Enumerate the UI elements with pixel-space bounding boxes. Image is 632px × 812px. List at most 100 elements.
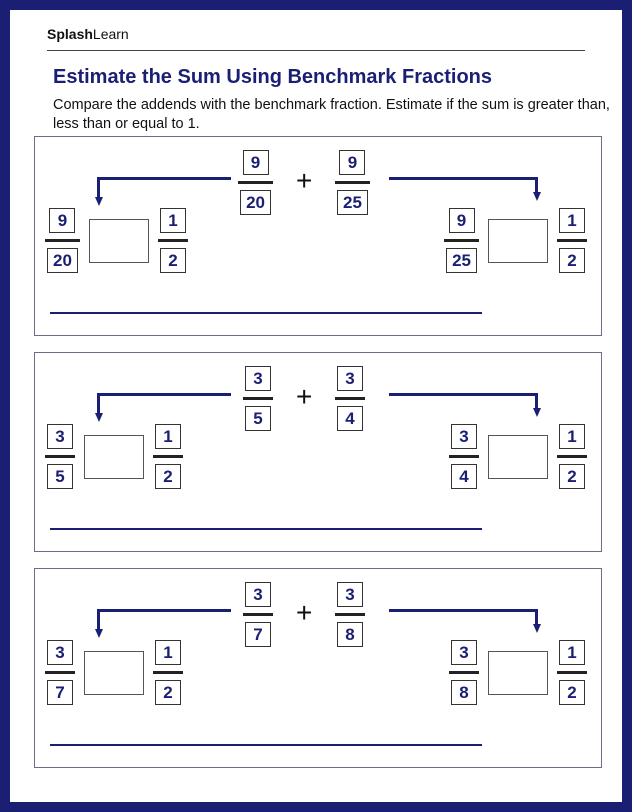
fraction-bar (45, 671, 75, 674)
right-arrow-line (389, 393, 538, 396)
numerator: 9 (242, 150, 269, 175)
answer-line[interactable] (50, 528, 482, 530)
comparison-answer-box[interactable] (84, 650, 144, 695)
left-arrow-line (97, 177, 231, 180)
fraction-bar (557, 455, 587, 458)
denominator: 2 (159, 248, 186, 273)
comparison-answer-box[interactable] (488, 434, 548, 479)
numerator: 3 (47, 424, 73, 449)
left-arrow-stem (97, 609, 100, 631)
denominator: 2 (155, 464, 181, 489)
plus-sign: + (296, 165, 313, 196)
denominator: 20 (47, 248, 78, 273)
right-arrow-head (532, 192, 541, 201)
page-title: Estimate the Sum Using Benchmark Fractio… (53, 66, 493, 88)
right-arrow-stem (535, 177, 538, 194)
comparison-answer-box[interactable] (488, 218, 548, 263)
fraction-bar (243, 613, 273, 616)
fraction-bar (153, 671, 183, 674)
right-arrow-head (532, 624, 541, 633)
fraction-bar (444, 239, 479, 242)
fraction-bar (557, 671, 587, 674)
right-arrow-stem (535, 393, 538, 410)
denominator: 2 (559, 464, 585, 489)
numerator: 1 (155, 640, 181, 665)
left-arrow-stem (97, 393, 100, 415)
numerator: 1 (559, 640, 585, 665)
comparison-answer-box[interactable] (84, 434, 144, 479)
fraction-bar (449, 671, 479, 674)
numerator: 3 (451, 424, 477, 449)
brand-logo: SplashLearn (47, 26, 129, 42)
fraction-bar (335, 613, 365, 616)
fraction-bar (243, 397, 273, 400)
numerator: 9 (339, 150, 366, 175)
brand-regular: Learn (92, 26, 129, 42)
answer-line[interactable] (50, 744, 482, 746)
denominator: 8 (337, 622, 363, 647)
comparison-answer-box[interactable] (488, 650, 548, 695)
denominator: 25 (337, 190, 368, 215)
numerator: 3 (47, 640, 73, 665)
fraction-bar (335, 397, 365, 400)
fraction-bar (335, 181, 370, 184)
worksheet-page: SplashLearn Estimate the Sum Using Bench… (10, 10, 622, 802)
plus-sign: + (296, 597, 313, 628)
numerator: 3 (451, 640, 477, 665)
fraction-bar (449, 455, 479, 458)
fraction-bar (45, 239, 80, 242)
denominator: 8 (451, 680, 477, 705)
right-arrow-line (389, 177, 538, 180)
fraction-bar (238, 181, 273, 184)
right-arrow-head (532, 408, 541, 417)
left-arrow-line (97, 609, 231, 612)
instructions: Compare the addends with the benchmark f… (53, 97, 610, 132)
comparison-answer-box[interactable] (88, 218, 149, 263)
denominator: 5 (245, 406, 271, 431)
denominator: 4 (451, 464, 477, 489)
numerator: 1 (559, 424, 585, 449)
right-arrow-stem (535, 609, 538, 626)
numerator: 3 (245, 366, 271, 391)
numerator: 1 (559, 208, 585, 233)
numerator: 3 (337, 582, 363, 607)
numerator: 1 (155, 424, 181, 449)
fraction-bar (557, 239, 587, 242)
left-arrow-stem (97, 177, 100, 199)
denominator: 2 (559, 248, 585, 273)
left-arrow-head (94, 197, 103, 206)
addend-b: 9 25 (335, 150, 370, 215)
denominator: 7 (47, 680, 73, 705)
brand-bold: Splash (47, 26, 93, 42)
fraction-bar (157, 239, 188, 242)
plus-sign: + (296, 381, 313, 412)
answer-line[interactable] (50, 312, 482, 314)
denominator: 4 (337, 406, 363, 431)
